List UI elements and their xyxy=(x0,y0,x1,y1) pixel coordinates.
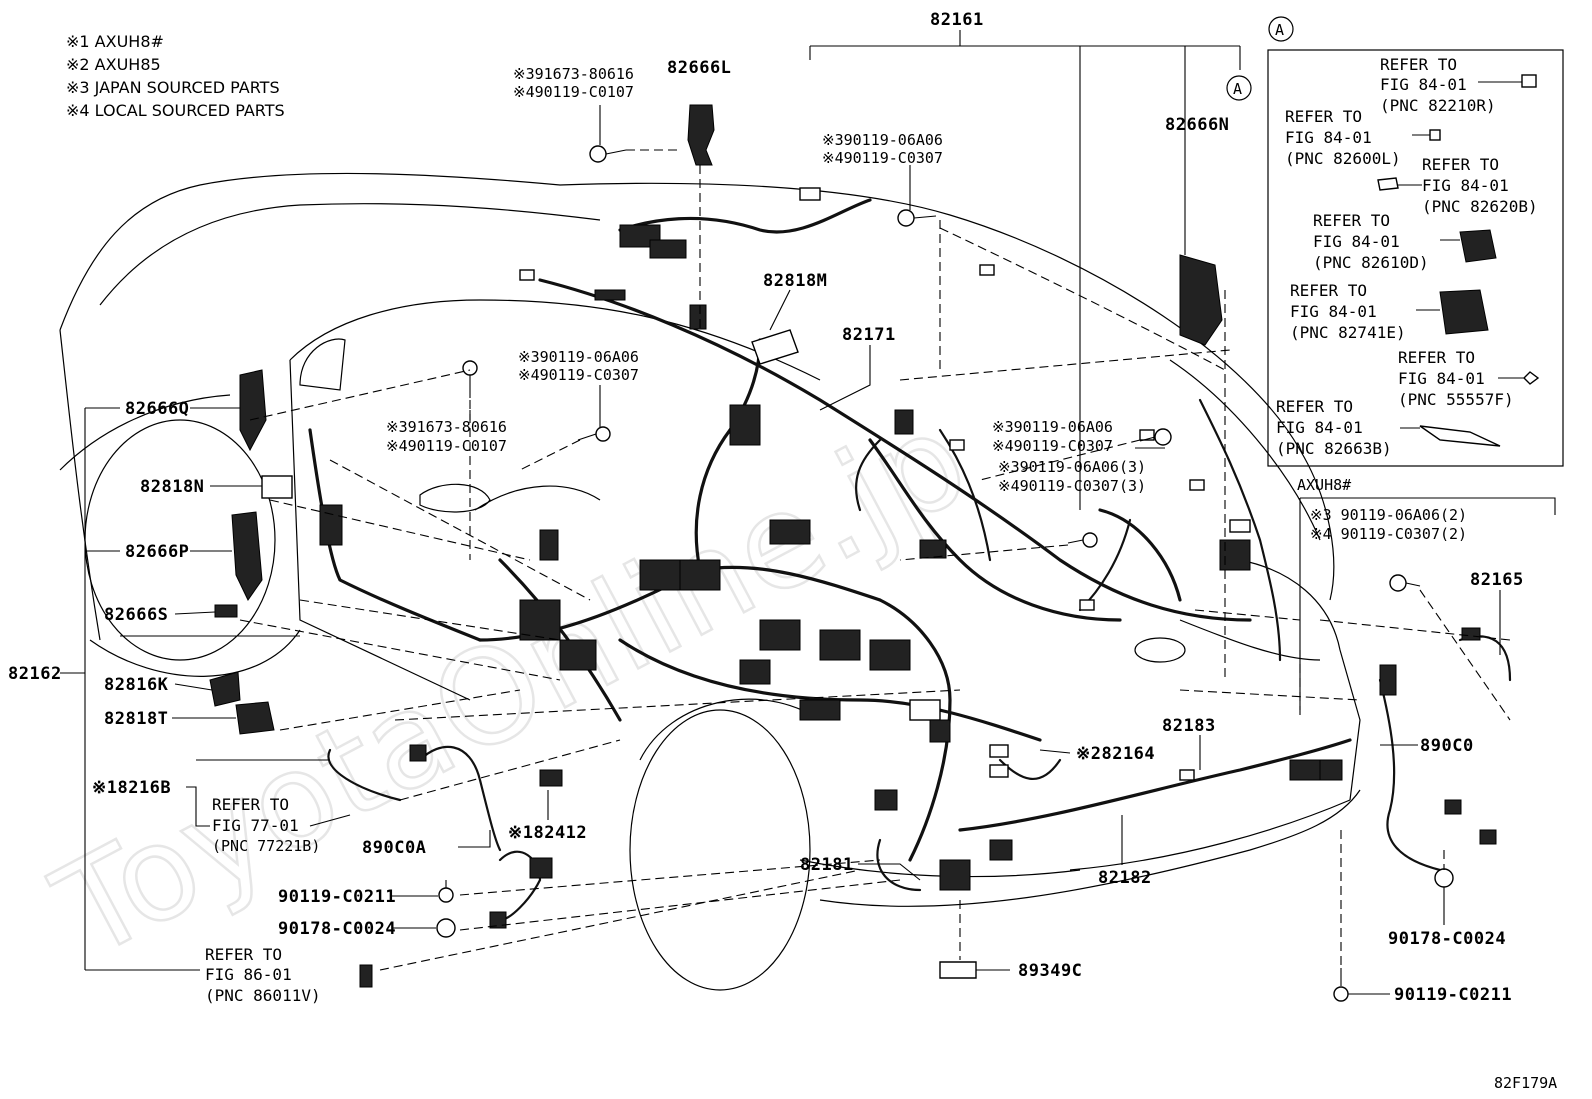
legend-item-1: ※1 AXUH8# xyxy=(66,32,164,51)
legend-item-4: ※4 LOCAL SOURCED PARTS xyxy=(66,101,285,120)
inset-ref-5-b: FIG 84-01 xyxy=(1290,302,1377,321)
inset-ref-6-b: FIG 84-01 xyxy=(1398,369,1485,388)
inset-ref-5-c: (PNC 82741E) xyxy=(1290,323,1406,342)
callout-82161: 82161 xyxy=(930,10,984,30)
inset-ref-4-a: REFER TO xyxy=(1313,211,1390,230)
inset-ref-3-b: FIG 84-01 xyxy=(1422,176,1509,195)
callout-82818M: 82818M xyxy=(763,271,827,291)
callout-90178-C0024-right: 90178-C0024 xyxy=(1388,929,1506,949)
inset-ref-7-a: REFER TO xyxy=(1276,397,1353,416)
note-mid-b-2: ※490119-C0107 xyxy=(386,437,507,455)
callout-90119-C0211-right: 90119-C0211 xyxy=(1394,985,1512,1005)
note-axuh-1: ※3 90119-06A06(2) xyxy=(1310,506,1467,524)
callout-90119-C0211-left: 90119-C0211 xyxy=(278,887,396,907)
inset-marker: A xyxy=(1275,21,1284,39)
legend: ※1 AXUH8# ※2 AXUH85 ※3 JAPAN SOURCED PAR… xyxy=(66,32,285,120)
inset-ref-6-a: REFER TO xyxy=(1398,348,1475,367)
note-top-a-1: ※391673-80616 xyxy=(513,65,634,83)
inset-ref-3-a: REFER TO xyxy=(1422,155,1499,174)
callout-82666L: 82666L xyxy=(667,58,731,78)
callout-90178-C0024-left: 90178-C0024 xyxy=(278,919,396,939)
refer-notes-inset: REFER TO FIG 84-01 (PNC 82210R) REFER TO… xyxy=(1276,55,1538,458)
callout-82171: 82171 xyxy=(842,325,896,345)
callout-82666P: 82666P xyxy=(125,542,189,562)
legend-item-2: ※2 AXUH85 xyxy=(66,55,161,74)
callout-labels: 82161 82666L 82666N 82818M 82171 82666Q … xyxy=(8,10,1524,1005)
figure-code: 82F179A xyxy=(1494,1074,1557,1092)
refer-notes-left: REFER TO FIG 77-01 (PNC 77221B) REFER TO… xyxy=(205,795,321,1005)
refer-fig77-3: (PNC 77221B) xyxy=(212,837,320,855)
refer-fig86-1: REFER TO xyxy=(205,945,282,964)
inset-ref-4-c: (PNC 82610D) xyxy=(1313,253,1429,272)
note-mid-a-1: ※390119-06A06 xyxy=(518,348,639,366)
note-mid-a-2: ※490119-C0307 xyxy=(518,366,639,384)
refer-fig86-3: (PNC 86011V) xyxy=(205,986,321,1005)
callout-82165: 82165 xyxy=(1470,570,1524,590)
inset-ref-3-c: (PNC 82620B) xyxy=(1422,197,1538,216)
note-top-b-1: ※390119-06A06 xyxy=(822,131,943,149)
note-top-b-2: ※490119-C0307 xyxy=(822,149,943,167)
inset-ref-2-b: FIG 84-01 xyxy=(1285,128,1372,147)
inset-ref-1-a: REFER TO xyxy=(1380,55,1457,74)
note-mid-b-1: ※391673-80616 xyxy=(386,418,507,436)
note-top-a-2: ※490119-C0107 xyxy=(513,83,634,101)
note-axuh-title: AXUH8# xyxy=(1297,476,1351,494)
inset-ref-6-c: (PNC 55557F) xyxy=(1398,390,1514,409)
note-right-a-2: ※490119-C0307 xyxy=(992,437,1113,455)
callout-82816K: 82816K xyxy=(104,675,169,695)
callout-82666Q: 82666Q xyxy=(125,399,189,419)
note-right-a-4: ※490119-C0307(3) xyxy=(998,477,1146,495)
inset-ref-2-a: REFER TO xyxy=(1285,107,1362,126)
callout-82666N: 82666N xyxy=(1165,115,1229,135)
callout-a-label: A xyxy=(1233,80,1242,98)
inset-ref-1-c: (PNC 82210R) xyxy=(1380,96,1496,115)
callout-a-marker xyxy=(1226,75,1252,101)
refer-fig86-2: FIG 86-01 xyxy=(205,965,292,984)
parts-shapes xyxy=(209,104,1454,1002)
leader-lines xyxy=(60,30,1556,995)
callout-8216B: ※18216B xyxy=(92,778,171,798)
callout-82183: 82183 xyxy=(1162,716,1216,736)
inset-ref-4-b: FIG 84-01 xyxy=(1313,232,1400,251)
note-right-a-3: ※390119-06A06(3) xyxy=(998,458,1146,476)
callout-82818N: 82818N xyxy=(140,477,204,497)
callout-82182: 82182 xyxy=(1098,868,1152,888)
inset-ref-5-a: REFER TO xyxy=(1290,281,1367,300)
note-axuh-2: ※4 90119-C0307(2) xyxy=(1310,525,1467,543)
legend-item-3: ※3 JAPAN SOURCED PARTS xyxy=(66,78,280,97)
bracket-82666L xyxy=(687,104,715,166)
refer-fig77-2: FIG 77-01 xyxy=(212,816,299,835)
inset-box: A xyxy=(1267,16,1564,467)
callout-890C0: 890C0 xyxy=(1420,736,1474,756)
inset-ref-7-b: FIG 84-01 xyxy=(1276,418,1363,437)
callout-82181: 82181 xyxy=(800,855,854,875)
guide-lines xyxy=(239,149,1511,971)
callout-82162: 82162 xyxy=(8,664,62,684)
inset-ref-2-c: (PNC 82600L) xyxy=(1285,149,1401,168)
note-right-a-1: ※390119-06A06 xyxy=(992,418,1113,436)
callout-890C0A: 890C0A xyxy=(362,838,426,858)
bolt-notes: ※391673-80616 ※490119-C0107 ※390119-06A0… xyxy=(386,65,1467,543)
callout-82818T: 82818T xyxy=(104,709,168,729)
callout-89349C: 89349C xyxy=(1018,961,1082,981)
watermark: ToyotaOnline.jp xyxy=(32,382,990,988)
callout-82412: ※182412 xyxy=(508,823,587,843)
callout-82666S: 82666S xyxy=(104,605,168,625)
inset-ref-1-b: FIG 84-01 xyxy=(1380,75,1467,94)
callout-82164: ※282164 xyxy=(1076,744,1155,764)
wire-harness xyxy=(308,187,1512,929)
refer-fig77-1: REFER TO xyxy=(212,795,289,814)
inset-ref-7-c: (PNC 82663B) xyxy=(1276,439,1392,458)
